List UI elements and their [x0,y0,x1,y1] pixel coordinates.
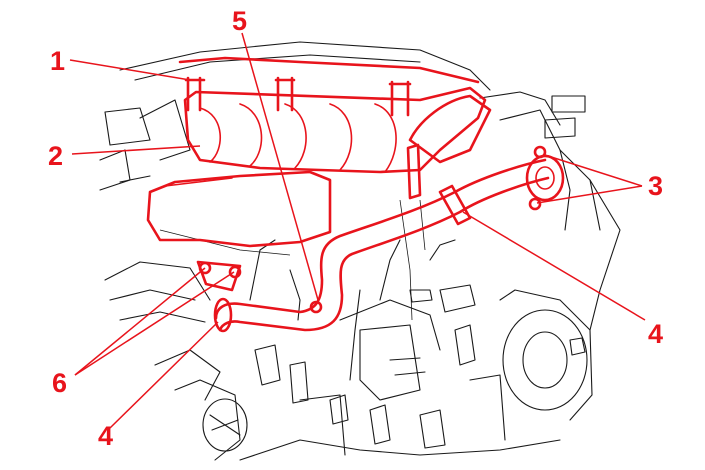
hose-clamps [213,184,472,333]
callout-4-right-label: 4 [648,319,663,349]
fixing-bolts [196,145,547,314]
callout-4-left-label: 4 [98,421,113,451]
callout-1-label: 1 [50,46,65,76]
callout-6-label: 6 [52,368,67,398]
callout-2-label: 2 [48,141,63,171]
callout-3-label: 3 [648,171,663,201]
leader-lines [69,32,646,429]
coolant-hose [214,154,565,332]
intake-manifold [146,86,492,248]
engine-block-lineart [99,41,621,461]
callout-5-label: 5 [232,6,247,36]
mounting-brackets [178,56,480,117]
